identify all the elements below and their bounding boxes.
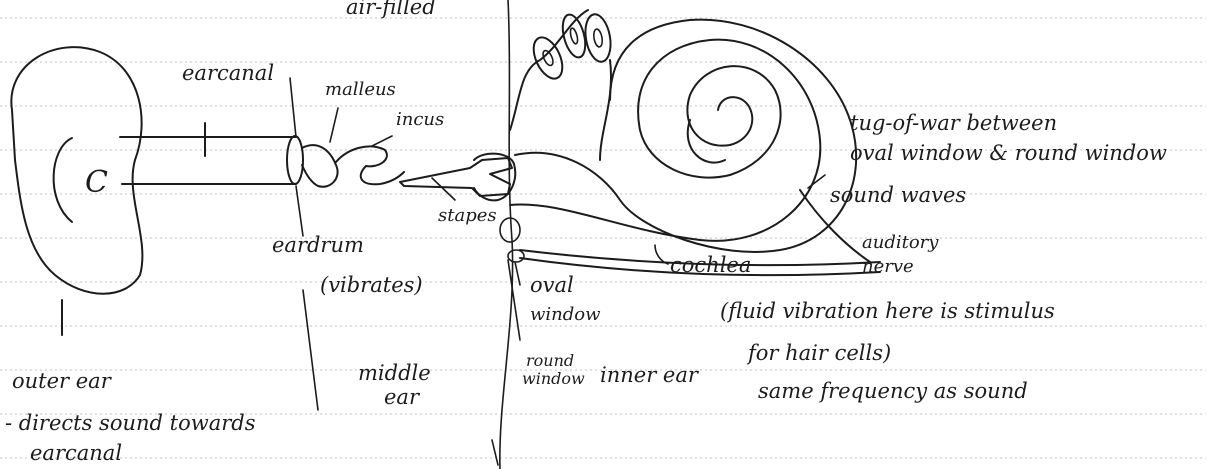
label-incus: incus (396, 109, 444, 130)
label-stapes: stapes (438, 205, 497, 226)
label-fluid-note-line3: same frequency as sound (758, 379, 1028, 403)
label-round-window-line1: round (526, 351, 574, 370)
label-auditory-nerve-line2: nerve (862, 256, 914, 277)
label-auditory-nerve-line1: auditory (862, 232, 939, 253)
label-air-filled: air-filled (346, 0, 436, 19)
incus-pointer-line (372, 136, 392, 146)
label-middle-ear-line2: ear (384, 385, 421, 409)
label-oval-window-line2: window (530, 304, 601, 325)
outer-ear-c-glyph: C (85, 165, 108, 200)
label-round-window-line2: window (522, 369, 585, 388)
label-outer-ear-note-line1: - directs sound towards (5, 411, 256, 435)
middle-ear-pointer-line (303, 290, 318, 410)
malleus-bone (302, 145, 338, 187)
label-eardrum: eardrum (272, 233, 364, 257)
outer-ear-shape (11, 47, 142, 294)
incus-bone (336, 146, 404, 184)
outer-ear-inner-curve (54, 138, 72, 222)
cochlea-spiral (510, 20, 856, 252)
eardrum-shape (287, 136, 303, 184)
ear-canal-pointer-line (290, 78, 296, 137)
tug-of-war-pointer-line (808, 175, 825, 188)
label-outer-ear-note-line2: earcanal (30, 441, 122, 465)
label-cochlea: cochlea (670, 253, 751, 277)
label-ear-canal: earcanal (182, 61, 274, 85)
middle-inner-divider (500, 0, 513, 469)
label-outer-ear: outer ear (12, 369, 113, 393)
round-window-shape (508, 250, 524, 262)
inner-ear-bottom-stroke (492, 440, 498, 465)
label-vibrates: (vibrates) (320, 273, 423, 297)
label-middle-ear-line1: middle (358, 361, 431, 385)
label-malleus: malleus (325, 79, 396, 100)
label-tug-of-war-line2: oval window & round window (850, 141, 1167, 165)
label-inner-ear: inner ear (600, 363, 700, 387)
malleus-pointer-line (330, 108, 338, 142)
label-fluid-note-line1: (fluid vibration here is stimulus (720, 299, 1055, 323)
label-tug-of-war-line3: sound waves (830, 183, 966, 207)
stapes-pointer-line (432, 178, 455, 200)
label-fluid-note-line2: for hair cells) (746, 341, 891, 365)
semicircular-canals (510, 10, 614, 160)
stapes-bone (400, 158, 512, 196)
label-tug-of-war-line1: tug-of-war between (850, 111, 1057, 135)
label-oval-window-line1: oval (530, 273, 574, 297)
